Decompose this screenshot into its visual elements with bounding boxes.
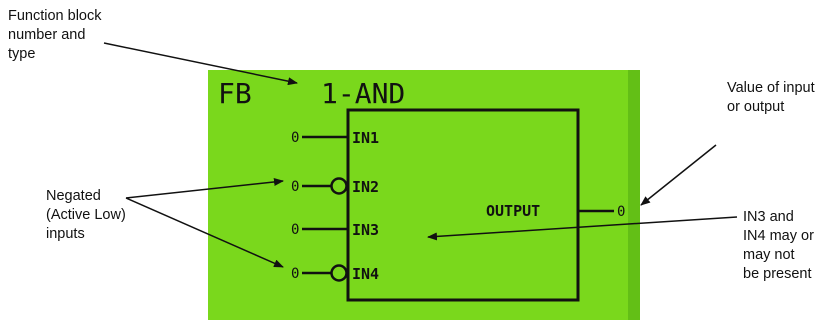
annotation-negated-inputs: Negated (Active Low) inputs <box>46 187 126 244</box>
input-3-label: IN3 <box>352 221 379 239</box>
lcd-edge <box>628 70 640 320</box>
arrow-value <box>641 145 716 205</box>
output-label: OUTPUT <box>486 202 540 220</box>
output-value: 0 <box>617 204 625 220</box>
input-2-label: IN2 <box>352 178 379 196</box>
input-4-label: IN4 <box>352 265 379 283</box>
fb-label: FB <box>218 77 252 110</box>
input-2-negation-bubble <box>332 179 347 194</box>
annotation-value: Value of input or output <box>727 79 815 117</box>
input-1-label: IN1 <box>352 129 379 147</box>
input-4-negation-bubble <box>332 266 347 281</box>
input-4-value: 0 <box>291 266 299 282</box>
input-3-value: 0 <box>291 222 299 238</box>
annotation-optional-inputs: IN3 and IN4 may or may not be present <box>743 208 814 284</box>
fb-type: 1-AND <box>321 77 405 110</box>
annotation-function-block: Function block number and type <box>8 7 102 64</box>
input-2-value: 0 <box>291 179 299 195</box>
lcd-screen <box>208 70 640 320</box>
arrow-function-block <box>104 43 297 83</box>
input-1-value: 0 <box>291 130 299 146</box>
